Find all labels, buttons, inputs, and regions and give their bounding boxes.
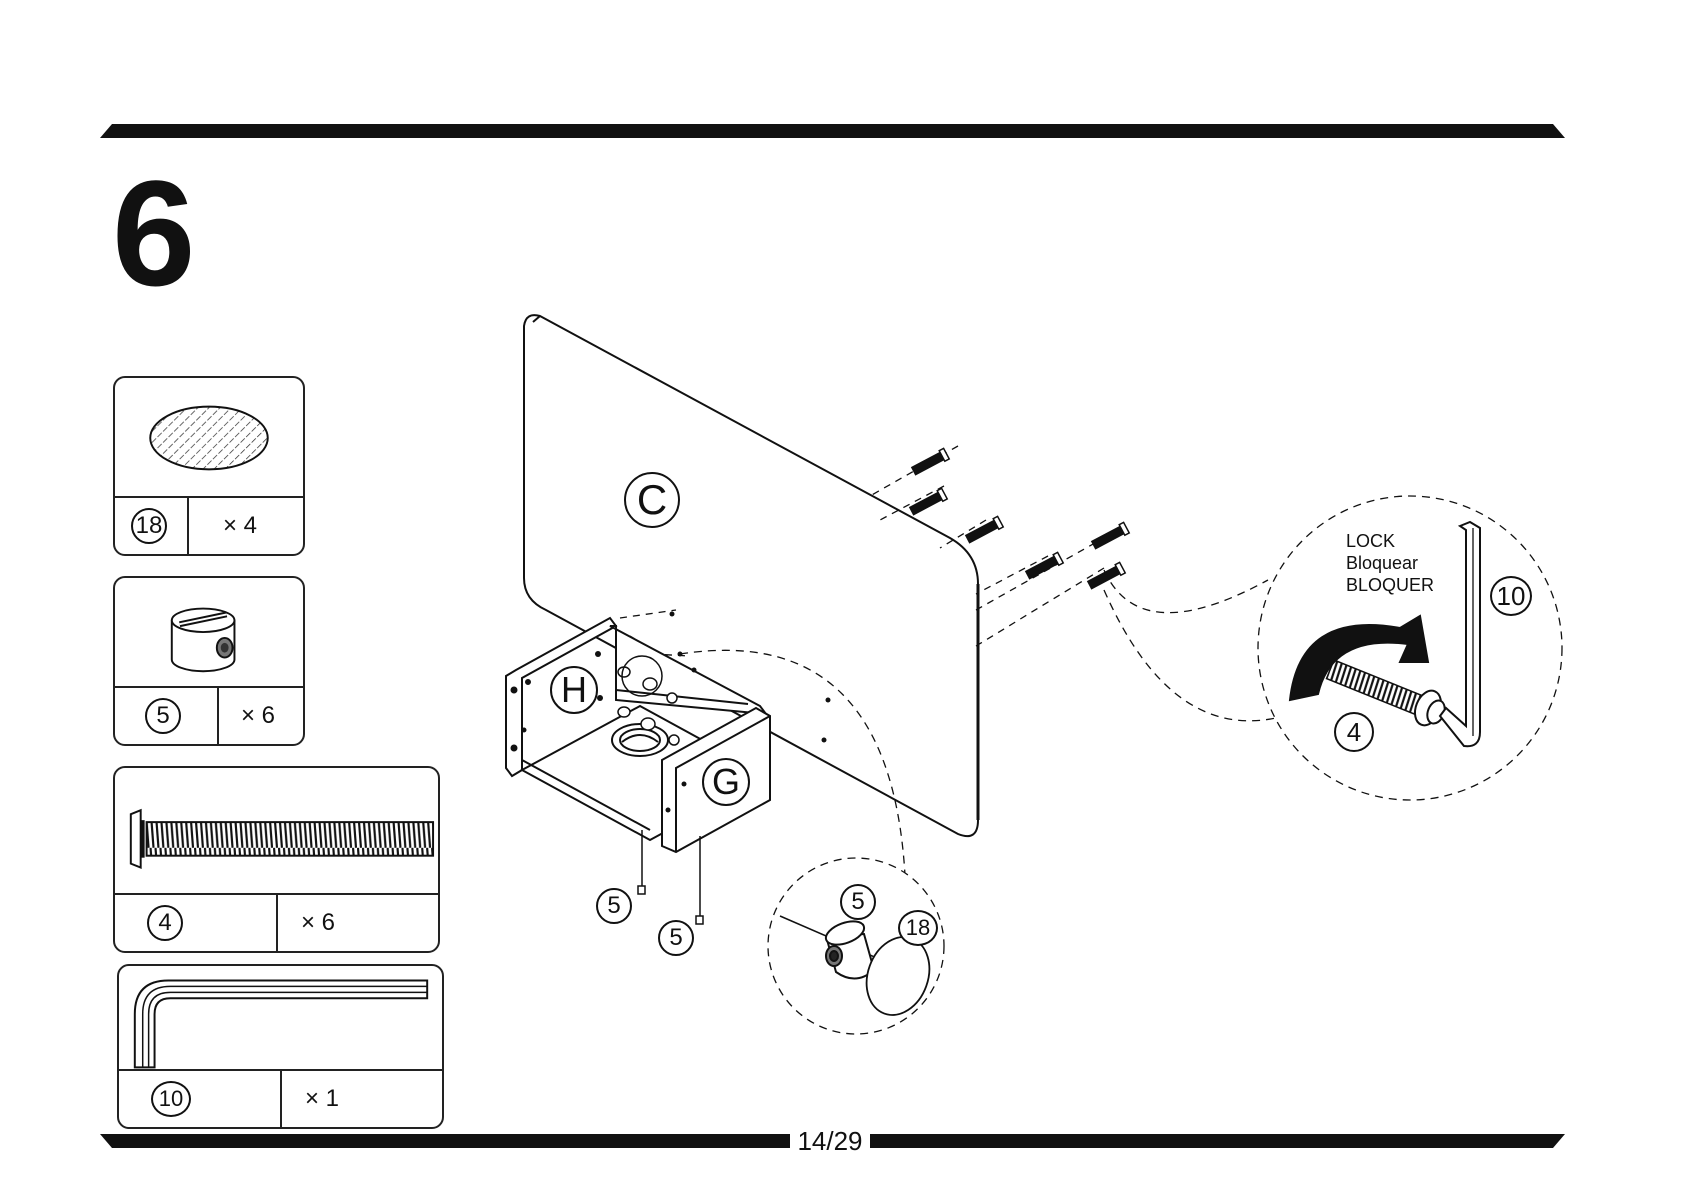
panel-label-h: H [550,666,598,714]
lock-text-en: LOCK [1346,530,1434,552]
lock-text-es: Bloquear [1346,552,1434,574]
lock-bolt-callout: 4 [1334,712,1374,752]
lock-guide [1104,570,1268,613]
panel-label-c: C [624,472,680,528]
lock-instruction: LOCK Bloquear BLOQUER [1346,530,1434,596]
detail-nut-callout: 5 [840,884,876,920]
detail-pad-callout: 18 [898,910,938,946]
nut-callout-right: 5 [658,920,694,956]
nut-callout-left: 5 [596,888,632,924]
lock-key-callout: 10 [1490,576,1532,616]
lock-text-fr: BLOQUER [1346,574,1434,596]
panel-label-g: G [702,758,750,806]
